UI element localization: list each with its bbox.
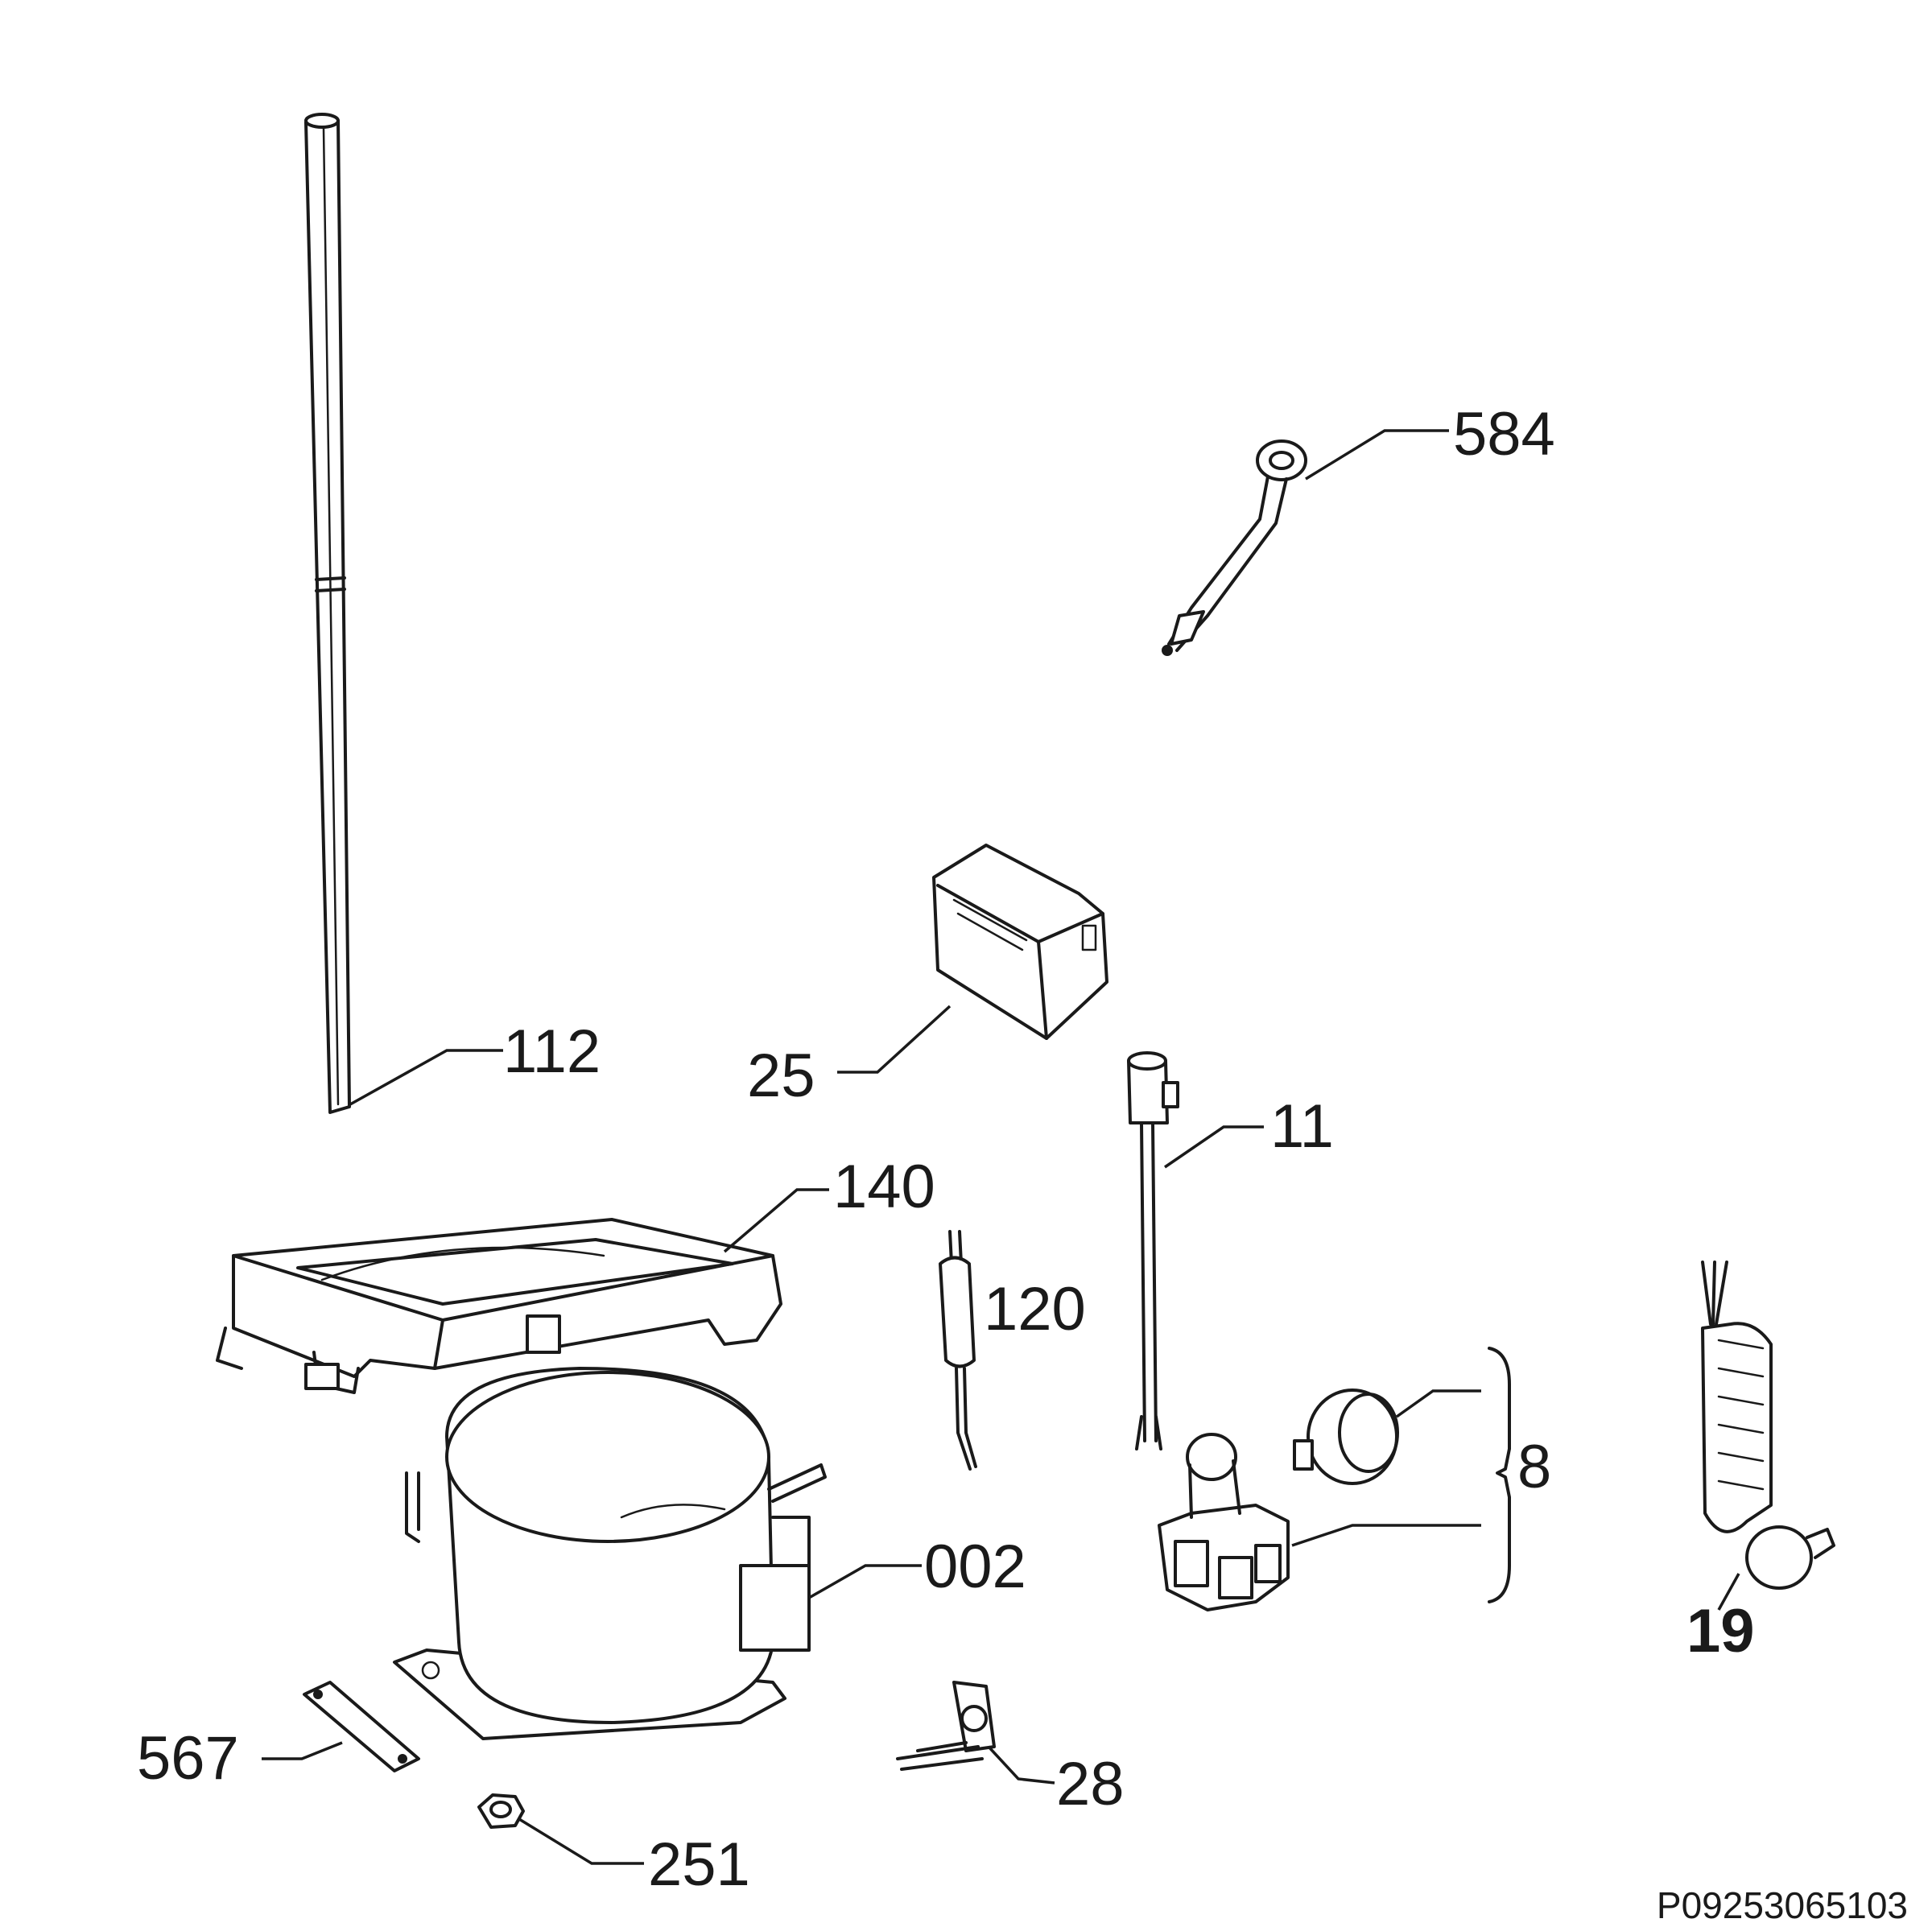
leader-8a — [1395, 1389, 1481, 1418]
leader-11 — [1164, 1125, 1264, 1169]
part-8-relay-kit[interactable] — [1158, 1347, 1511, 1611]
part-labels: 112 584 25 11 140 120 8 002 19 567 28 25… — [137, 400, 1755, 1899]
leader-lines — [262, 429, 1740, 1865]
part-002-compressor[interactable] — [393, 1367, 827, 1740]
part-584-probe[interactable] — [1162, 439, 1307, 656]
part-11-cable[interactable] — [1127, 1051, 1179, 1450]
leader-140 — [723, 1188, 829, 1253]
leader-19 — [1717, 1573, 1740, 1611]
label-584: 584 — [1453, 400, 1555, 468]
label-8: 8 — [1517, 1433, 1551, 1501]
label-567: 567 — [137, 1724, 239, 1793]
label-251: 251 — [648, 1830, 750, 1899]
part-120-filter-drier[interactable] — [939, 1230, 977, 1471]
document-id: P09253065103 — [1657, 1884, 1908, 1926]
leader-112 — [349, 1049, 503, 1106]
label-140: 140 — [833, 1153, 935, 1221]
leader-8b — [1291, 1524, 1481, 1547]
leader-25 — [837, 1005, 952, 1074]
leader-567 — [262, 1741, 343, 1760]
part-251-nut[interactable] — [477, 1793, 525, 1829]
part-112-tube[interactable] — [304, 113, 351, 1114]
part-25-relay-cover[interactable] — [932, 844, 1108, 1040]
part-28-clip[interactable] — [896, 1681, 996, 1771]
part-140-base-frame[interactable] — [216, 1218, 782, 1394]
leader-002 — [808, 1564, 922, 1599]
leader-251 — [518, 1818, 644, 1865]
label-28: 28 — [1056, 1750, 1125, 1818]
label-002: 002 — [924, 1533, 1026, 1601]
part-567-bracket[interactable] — [303, 1681, 420, 1772]
label-19: 19 — [1686, 1597, 1755, 1665]
part-19-power-cord[interactable] — [1701, 1261, 1835, 1590]
label-120: 120 — [984, 1275, 1086, 1343]
label-11: 11 — [1270, 1092, 1334, 1161]
leader-584 — [1305, 429, 1449, 481]
label-112: 112 — [503, 1017, 601, 1086]
leader-28 — [987, 1745, 1055, 1785]
label-25: 25 — [747, 1042, 815, 1110]
